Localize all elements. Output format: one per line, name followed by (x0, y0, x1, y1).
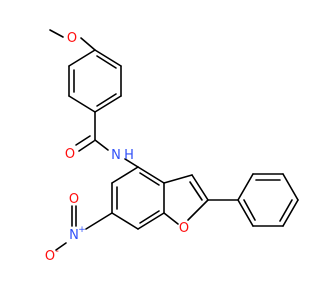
amide-nitrogen-label: N (111, 148, 121, 163)
bond-methyl-o (49, 29, 64, 38)
bond-carbonyl-n (94, 139, 109, 151)
nitro-oxygen-charge-label: - (55, 246, 59, 257)
bond-aryl-nitro (85, 212, 113, 230)
benzofuran-benzene-ring (111, 166, 165, 230)
bond-n-aryl (124, 158, 139, 168)
methoxyphenyl-ring (68, 49, 122, 113)
methoxy-group (49, 29, 96, 51)
molecule-drawing: O O N H O N + O O - (45, 29, 299, 264)
bond-carbonyl-o-1 (78, 140, 95, 152)
nitro-group (55, 205, 113, 251)
carbonyl-oxygen-label: O (65, 147, 75, 162)
bond-nitro-o-bottom (55, 242, 67, 251)
bond-carbonyl-o-2 (75, 135, 91, 146)
structure-canvas: O O N H O N + O O - (45, 29, 299, 264)
benzofuran-furan-ring (163, 174, 209, 225)
phenyl-ring (207, 173, 299, 227)
nitro-oxygen-top-label: O (69, 192, 79, 207)
nitro-nitrogen-charge-label: + (78, 225, 86, 235)
furan-oxygen-label: O (179, 221, 189, 236)
nitro-oxygen-bottom-label: O (45, 249, 55, 264)
methoxy-oxygen-label: O (67, 31, 77, 46)
bond-o-aryl (80, 37, 96, 51)
nitro-nitrogen-label: N (69, 228, 79, 243)
amide-group (75, 111, 139, 168)
amide-hydrogen-label: H (124, 148, 134, 163)
